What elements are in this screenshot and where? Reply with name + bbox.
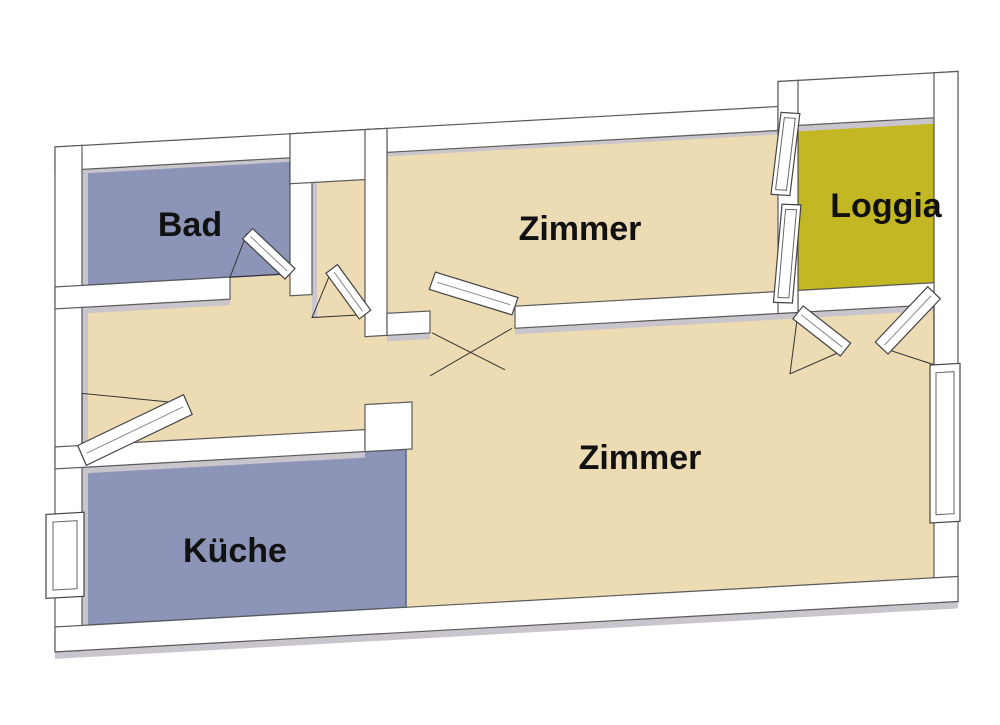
zimmer-main-door: [789, 305, 852, 375]
kueche-window: [45, 511, 85, 600]
room-label-zimmer-main: Zimmer: [579, 439, 702, 477]
left-window-swing-lines: [81, 392, 187, 456]
zimmer-top-door-swing-lines: [429, 327, 513, 377]
wall-bad-south: [54, 276, 231, 310]
right-window-leaf-line: [884, 295, 932, 346]
kueche-window-pane: [45, 511, 85, 600]
wall-bottom: [54, 575, 959, 653]
zimmer-main-window: [929, 362, 961, 524]
left-wall-open-window: [76, 392, 193, 467]
loggia-panel-upper: [770, 111, 801, 197]
loggia-panel-lower: [772, 203, 802, 304]
bad-door-leaf-line: [250, 236, 288, 272]
room-labels: Bad Zimmer Loggia Zimmer Küche: [158, 187, 943, 570]
shade-loggia-north: [798, 117, 934, 132]
hall-nook-door-swing-lines: [311, 269, 365, 319]
wall-loggia-north: [777, 70, 959, 128]
zimmer-main-window-frame: [935, 371, 955, 516]
bad-door: [229, 227, 296, 280]
room-label-loggia: Loggia: [830, 187, 943, 225]
hall-nook-door-leaf-line: [333, 271, 364, 312]
shade-bottom-outer: [55, 601, 958, 659]
loggia-panel-lower-frame: [777, 208, 798, 299]
zimmer-top-door: [428, 271, 519, 377]
shade-south-band-east: [515, 312, 798, 335]
wall-zimmer-west: [364, 127, 388, 338]
shade-bad-south: [55, 299, 230, 315]
room-label-zimmer-top: Zimmer: [519, 210, 642, 248]
bad-door-swing-lines: [229, 233, 290, 278]
shade-kueche-north: [82, 451, 365, 474]
wall-kueche-stub: [364, 401, 413, 453]
shade-loggia-south: [798, 304, 934, 319]
left-window-leaf-line: [86, 406, 184, 454]
zimmer-main-door-swing-lines: [789, 312, 846, 375]
loggia-panel-upper-frame: [775, 117, 796, 191]
walls: [54, 70, 959, 653]
room-label-kueche: Küche: [183, 532, 287, 570]
zimmer-main-window-pane: [929, 362, 961, 524]
zimmer-main-door-leaf-line: [800, 314, 843, 348]
shade-nook-wall: [312, 182, 317, 318]
room-label-bad: Bad: [158, 206, 222, 244]
wall-south-band-west: [386, 310, 431, 336]
hall-nook-door: [311, 263, 372, 320]
loggia-door-panels: [770, 111, 802, 304]
zimmer-top-door-leaf-line: [436, 281, 511, 306]
kueche-window-frame: [52, 520, 78, 591]
plan-3d-group: [45, 70, 961, 659]
